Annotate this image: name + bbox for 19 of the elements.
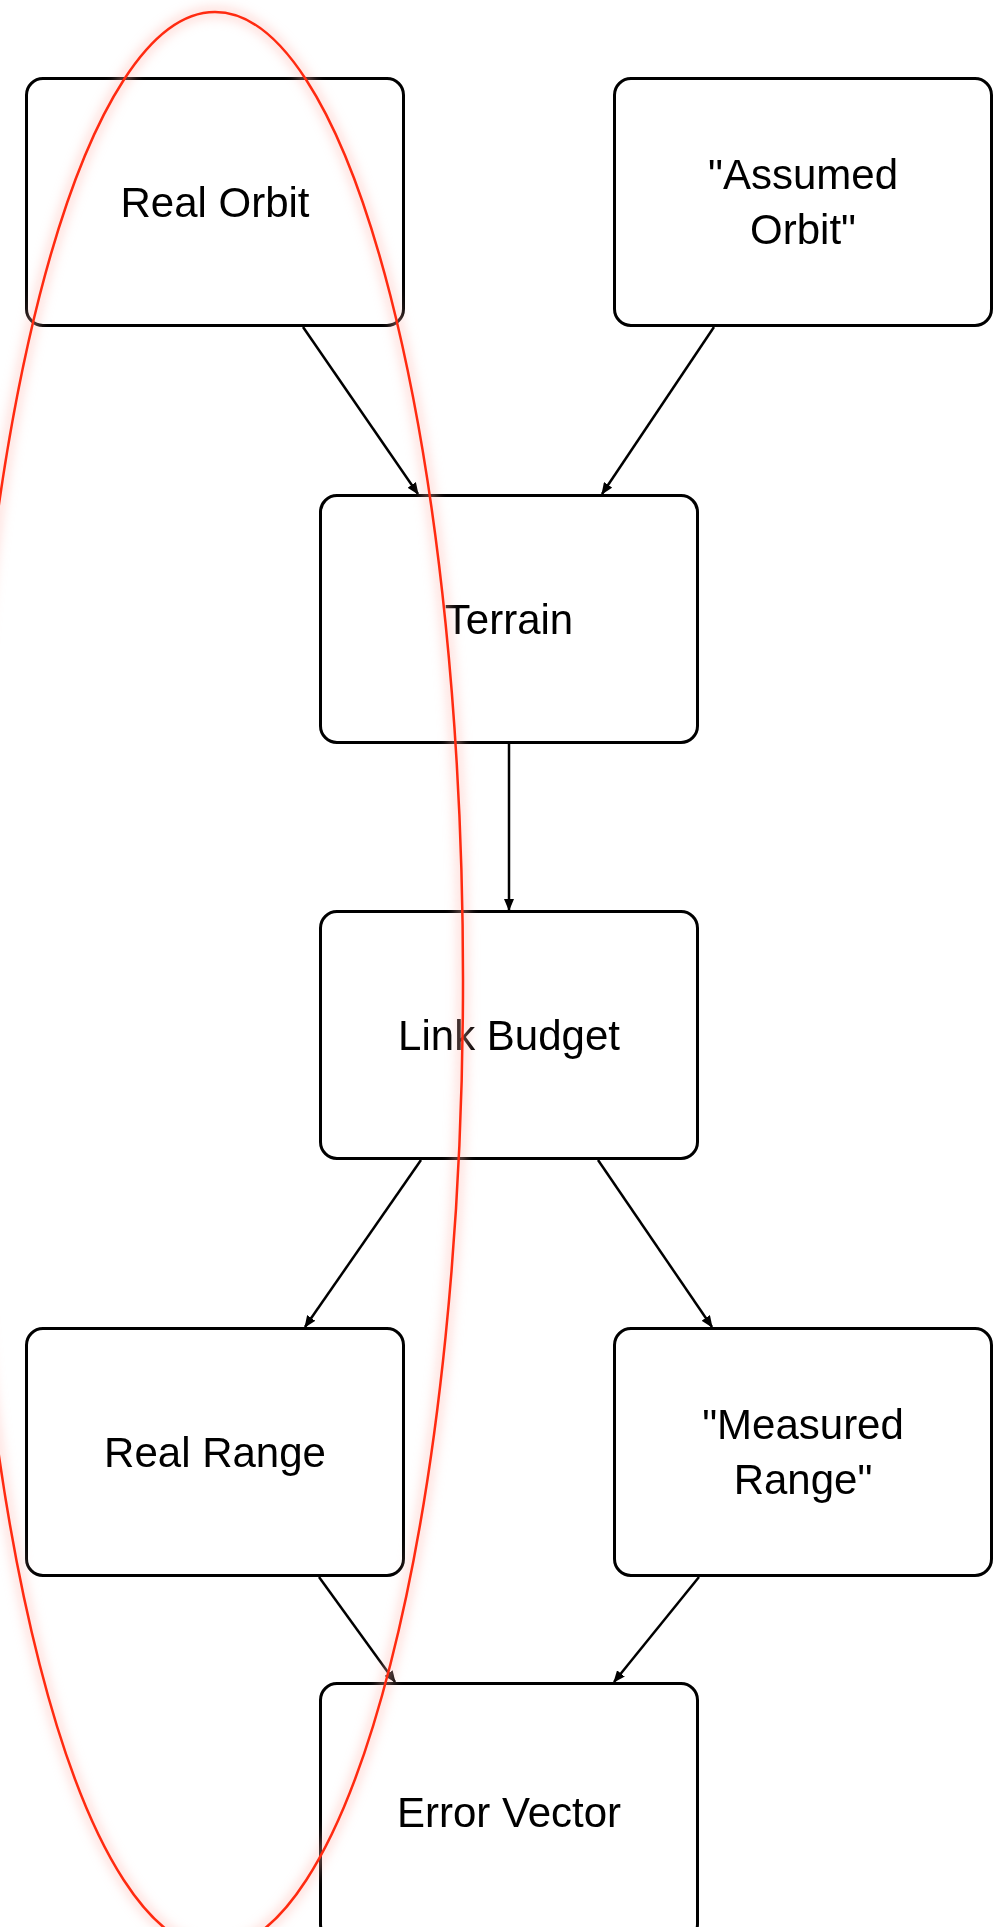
box-label: Error Vector [396, 1787, 622, 1838]
box-label: "Assumed Orbit" [707, 150, 899, 255]
arrow [600, 326, 716, 495]
process-box [613, 1327, 993, 1577]
process-box [25, 1327, 405, 1577]
box-label: Real Range [104, 1427, 326, 1478]
arrow [301, 326, 420, 495]
arrow [318, 1576, 396, 1683]
box-label: "Measured Range" [701, 1400, 905, 1505]
arrow [504, 744, 514, 911]
arrow [613, 1576, 700, 1683]
process-box [319, 910, 699, 1160]
process-box [25, 77, 405, 327]
process-box [319, 494, 699, 744]
process-box [319, 1682, 699, 1927]
arrow [303, 1159, 423, 1328]
process-box [613, 77, 993, 327]
box-label: Real Orbit [120, 177, 310, 228]
arrow [596, 1159, 714, 1328]
